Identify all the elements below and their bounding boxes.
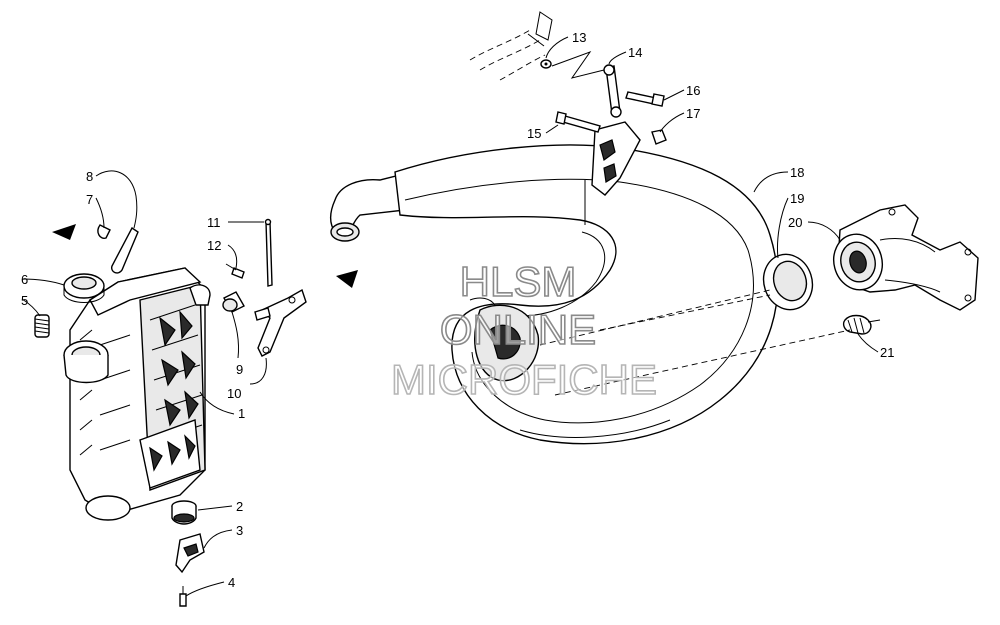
bushing-9[interactable]	[222, 291, 245, 313]
spring-21[interactable]	[842, 314, 881, 335]
callout-16: 16	[686, 83, 700, 98]
watermark-line-3: MICROFICHE	[391, 356, 657, 403]
callout-14: 14	[628, 45, 642, 60]
callout-19: 19	[790, 191, 804, 206]
callout-1: 1	[238, 406, 245, 421]
bolt-4[interactable]	[179, 586, 187, 607]
watermark-line-2-fill: ONLINE	[440, 306, 596, 353]
callout-20: 20	[788, 215, 802, 230]
direction-arrow-right-icon	[336, 270, 358, 288]
callout-9: 9	[236, 362, 243, 377]
nut-17[interactable]	[651, 129, 667, 145]
leader-lines	[21, 36, 879, 597]
callout-13: 13	[572, 30, 586, 45]
callout-4: 4	[228, 575, 235, 590]
callout-6: 6	[21, 272, 28, 287]
watermark-line-1-fill: HLSM	[460, 258, 577, 305]
direction-arrow-left-icon	[52, 224, 76, 240]
muffler[interactable]	[63, 267, 211, 521]
watermark-line-2: ONLINE	[440, 306, 596, 353]
rod-11[interactable]	[264, 218, 273, 287]
bracket-3[interactable]	[175, 533, 205, 574]
callout-17: 17	[686, 106, 700, 121]
manifold-20[interactable]	[828, 204, 979, 311]
rubber-mount-2[interactable]	[171, 500, 197, 525]
callout-5: 5	[21, 293, 28, 308]
screw-12[interactable]	[225, 263, 245, 279]
bolt-15[interactable]	[555, 111, 601, 133]
bolt-16[interactable]	[625, 91, 665, 107]
grommet-6[interactable]	[63, 273, 105, 303]
chassis-outline	[469, 11, 553, 81]
hook-8[interactable]	[110, 226, 139, 274]
callout-8: 8	[86, 169, 93, 184]
callout-7: 7	[86, 192, 93, 207]
watermark-line-1: HLSM	[460, 258, 577, 305]
link-14[interactable]	[603, 64, 622, 118]
callout-3: 3	[236, 523, 243, 538]
callout-10: 10	[227, 386, 241, 401]
bracket-10[interactable]	[254, 288, 307, 357]
callout-labels: 1 2 3 4 5 6 7 8 9 10 11 12 13 14 15 16 1…	[21, 30, 894, 590]
clip-7[interactable]	[97, 224, 111, 239]
callout-18: 18	[790, 165, 804, 180]
callout-12: 12	[207, 238, 221, 253]
callout-15: 15	[527, 126, 541, 141]
callout-2: 2	[236, 499, 243, 514]
exhaust-pipe[interactable]	[330, 121, 779, 445]
watermark: HLSM HLSM ONLINE ONLINE MICROFICHE MICRO…	[390, 257, 658, 404]
washer-13[interactable]	[540, 59, 552, 69]
callout-21: 21	[880, 345, 894, 360]
callout-11: 11	[207, 215, 221, 230]
seal-19[interactable]	[757, 248, 820, 316]
spring-5[interactable]	[34, 314, 50, 338]
watermark-line-3-fill: MICROFICHE	[391, 356, 657, 403]
